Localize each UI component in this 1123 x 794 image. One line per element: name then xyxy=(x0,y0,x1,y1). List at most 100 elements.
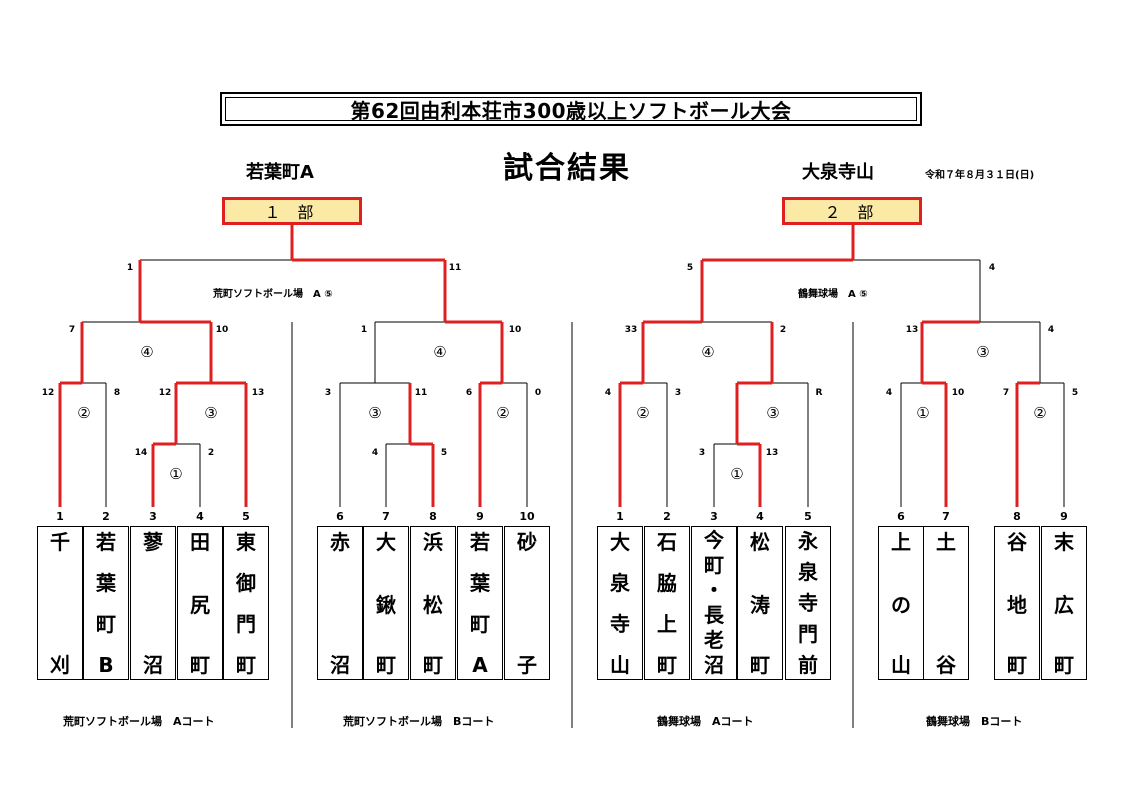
court-label-tsurumai-a: 鶴舞球場 Aコート xyxy=(657,715,754,728)
team-char: 石 xyxy=(657,530,677,554)
team-char: 鍬 xyxy=(376,593,396,617)
score: 6 xyxy=(465,388,473,398)
team-box: 若 葉 町 A xyxy=(457,526,503,680)
team-char: 田 xyxy=(190,530,210,554)
game-number-mark: ④ xyxy=(140,343,154,361)
team-char: 末 xyxy=(1054,530,1074,554)
team-char: 今 xyxy=(704,528,724,552)
team-number: 3 xyxy=(149,510,157,523)
score: R xyxy=(815,388,823,398)
team-char: 町 xyxy=(423,653,443,677)
game-number-mark: ④ xyxy=(433,343,447,361)
team-number: 2 xyxy=(102,510,110,523)
team-box: 谷 地 町 xyxy=(994,526,1040,680)
team-box: 若 葉 町 B xyxy=(83,526,129,680)
team-char: 町 xyxy=(190,653,210,677)
team-char: 尻 xyxy=(190,593,210,617)
team-char: 寺 xyxy=(610,612,630,636)
champion-div1: 若葉町A xyxy=(246,162,314,183)
score: 33 xyxy=(624,325,638,335)
team-box: 土 谷 xyxy=(923,526,969,680)
team-number: 4 xyxy=(756,510,764,523)
score: 7 xyxy=(1002,388,1010,398)
team-number: 8 xyxy=(429,510,437,523)
game-number-mark: ③ xyxy=(368,404,382,422)
game-number-mark: ③ xyxy=(766,404,780,422)
game-number-mark: ③ xyxy=(976,343,990,361)
team-number: 7 xyxy=(942,510,950,523)
court-label-arakawa-b: 荒町ソフトボール場 Bコート xyxy=(343,715,495,728)
division-1-box: １ 部 xyxy=(222,197,362,225)
champion-div2: 大泉寺山 xyxy=(802,162,874,183)
team-char: 脇 xyxy=(657,571,677,595)
team-char: 町 xyxy=(657,653,677,677)
team-char: 町 xyxy=(96,612,116,636)
bracket-lines-winner xyxy=(58,225,1040,507)
team-number: 6 xyxy=(897,510,905,523)
team-box: 赤 沼 xyxy=(317,526,363,680)
team-char: 泉 xyxy=(610,571,630,595)
team-char: 刈 xyxy=(50,653,70,677)
team-char: 寺 xyxy=(798,591,818,615)
team-char: 赤 xyxy=(330,530,350,554)
page-subtitle: 試合結果 xyxy=(503,151,631,186)
bracket-lines-plain xyxy=(82,259,1065,728)
team-char: 東 xyxy=(236,530,256,554)
team-box: 石 脇 上 町 xyxy=(644,526,690,680)
team-char: 砂 xyxy=(517,530,537,554)
team-char: 町 xyxy=(376,653,396,677)
team-number: 5 xyxy=(804,510,812,523)
team-char: 浜 xyxy=(423,530,443,554)
team-char: 若 xyxy=(96,530,116,554)
team-char: 沼 xyxy=(330,653,350,677)
team-box: 末 広 町 xyxy=(1041,526,1087,680)
team-number: 7 xyxy=(382,510,390,523)
team-char: 上 xyxy=(891,530,911,554)
score: 14 xyxy=(134,448,148,458)
score: 4 xyxy=(371,448,379,458)
court-label-tsurumai-b: 鶴舞球場 Bコート xyxy=(926,715,1023,728)
team-char: 葉 xyxy=(96,571,116,595)
score: 11 xyxy=(414,388,428,398)
game-number-mark: ① xyxy=(916,404,930,422)
team-char: 老 xyxy=(704,628,724,652)
team-box: 松 涛 町 xyxy=(737,526,783,680)
team-char: 土 xyxy=(936,530,956,554)
team-char: 子 xyxy=(517,653,537,677)
team-char: 涛 xyxy=(750,593,770,617)
team-char: 千 xyxy=(50,530,70,554)
team-number: 6 xyxy=(336,510,344,523)
team-box: 千 刈 xyxy=(37,526,83,680)
team-char: ・ xyxy=(704,578,724,602)
team-char: 山 xyxy=(891,653,911,677)
team-char: 広 xyxy=(1054,593,1074,617)
team-box: 砂 子 xyxy=(504,526,550,680)
score: 12 xyxy=(41,388,55,398)
team-box: 今 町 ・ 長 老 沼 xyxy=(691,526,737,680)
score: 10 xyxy=(951,388,965,398)
team-number: 8 xyxy=(1013,510,1021,523)
score: 1 xyxy=(360,325,368,335)
team-box: 大 泉 寺 山 xyxy=(597,526,643,680)
score: 5 xyxy=(686,263,694,273)
team-number: 2 xyxy=(663,510,671,523)
score: 2 xyxy=(207,448,215,458)
team-char: 町 xyxy=(704,553,724,577)
team-char: 町 xyxy=(236,653,256,677)
team-char: 松 xyxy=(423,593,443,617)
team-char: 沼 xyxy=(143,653,163,677)
team-char: 町 xyxy=(1007,653,1027,677)
score: 3 xyxy=(324,388,332,398)
team-char: 永 xyxy=(798,529,818,553)
venue-final-div2: 鶴舞球場 A ⑤ xyxy=(798,289,868,300)
score: 4 xyxy=(988,263,996,273)
score: 11 xyxy=(448,263,462,273)
team-char: 町 xyxy=(470,612,490,636)
game-number-mark: ① xyxy=(169,465,183,483)
team-char: 若 xyxy=(470,530,490,554)
score: 0 xyxy=(534,388,542,398)
team-char: A xyxy=(472,653,488,677)
court-label-arakawa-a: 荒町ソフトボール場 Aコート xyxy=(63,715,215,728)
score: 13 xyxy=(905,325,919,335)
